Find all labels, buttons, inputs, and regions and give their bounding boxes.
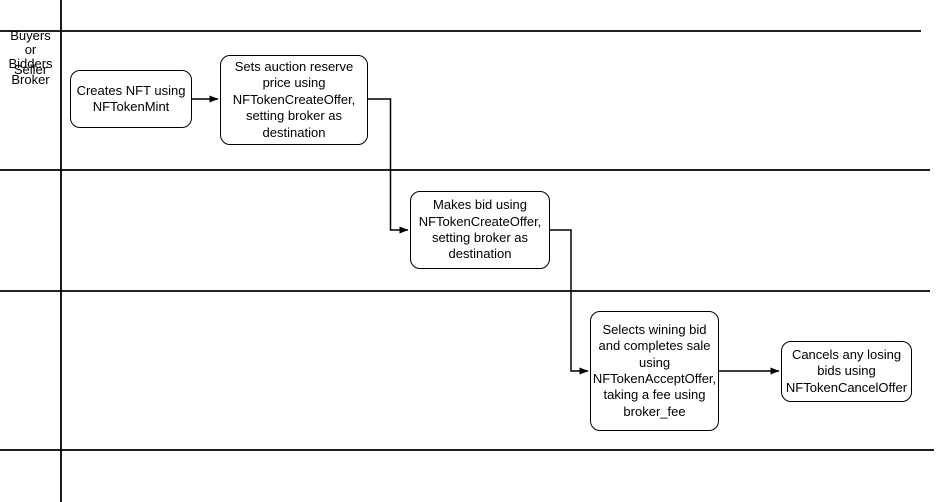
- lane-label-seller: Seller: [13, 61, 48, 77]
- node-cancels-losing-bids: Cancels any losing bids using NFTokenCan…: [781, 341, 912, 402]
- lane-label-buyers-or-bidders: Buyers or Bidders: [8, 27, 53, 71]
- connector-bid-to-accept: [550, 229, 589, 375]
- node-makes-bid: Makes bid using NFTokenCreateOffer, sett…: [410, 191, 550, 269]
- node-sets-auction-reserve: Sets auction reserve price using NFToken…: [220, 55, 368, 145]
- lane-label-broker: Broker: [11, 71, 50, 87]
- connector-reserve-to-bid: [368, 98, 409, 234]
- node-selects-winning-bid: Selects wining bid and completes sale us…: [590, 311, 719, 431]
- node-creates-nft-mint: Creates NFT using NFTokenMint: [70, 70, 192, 128]
